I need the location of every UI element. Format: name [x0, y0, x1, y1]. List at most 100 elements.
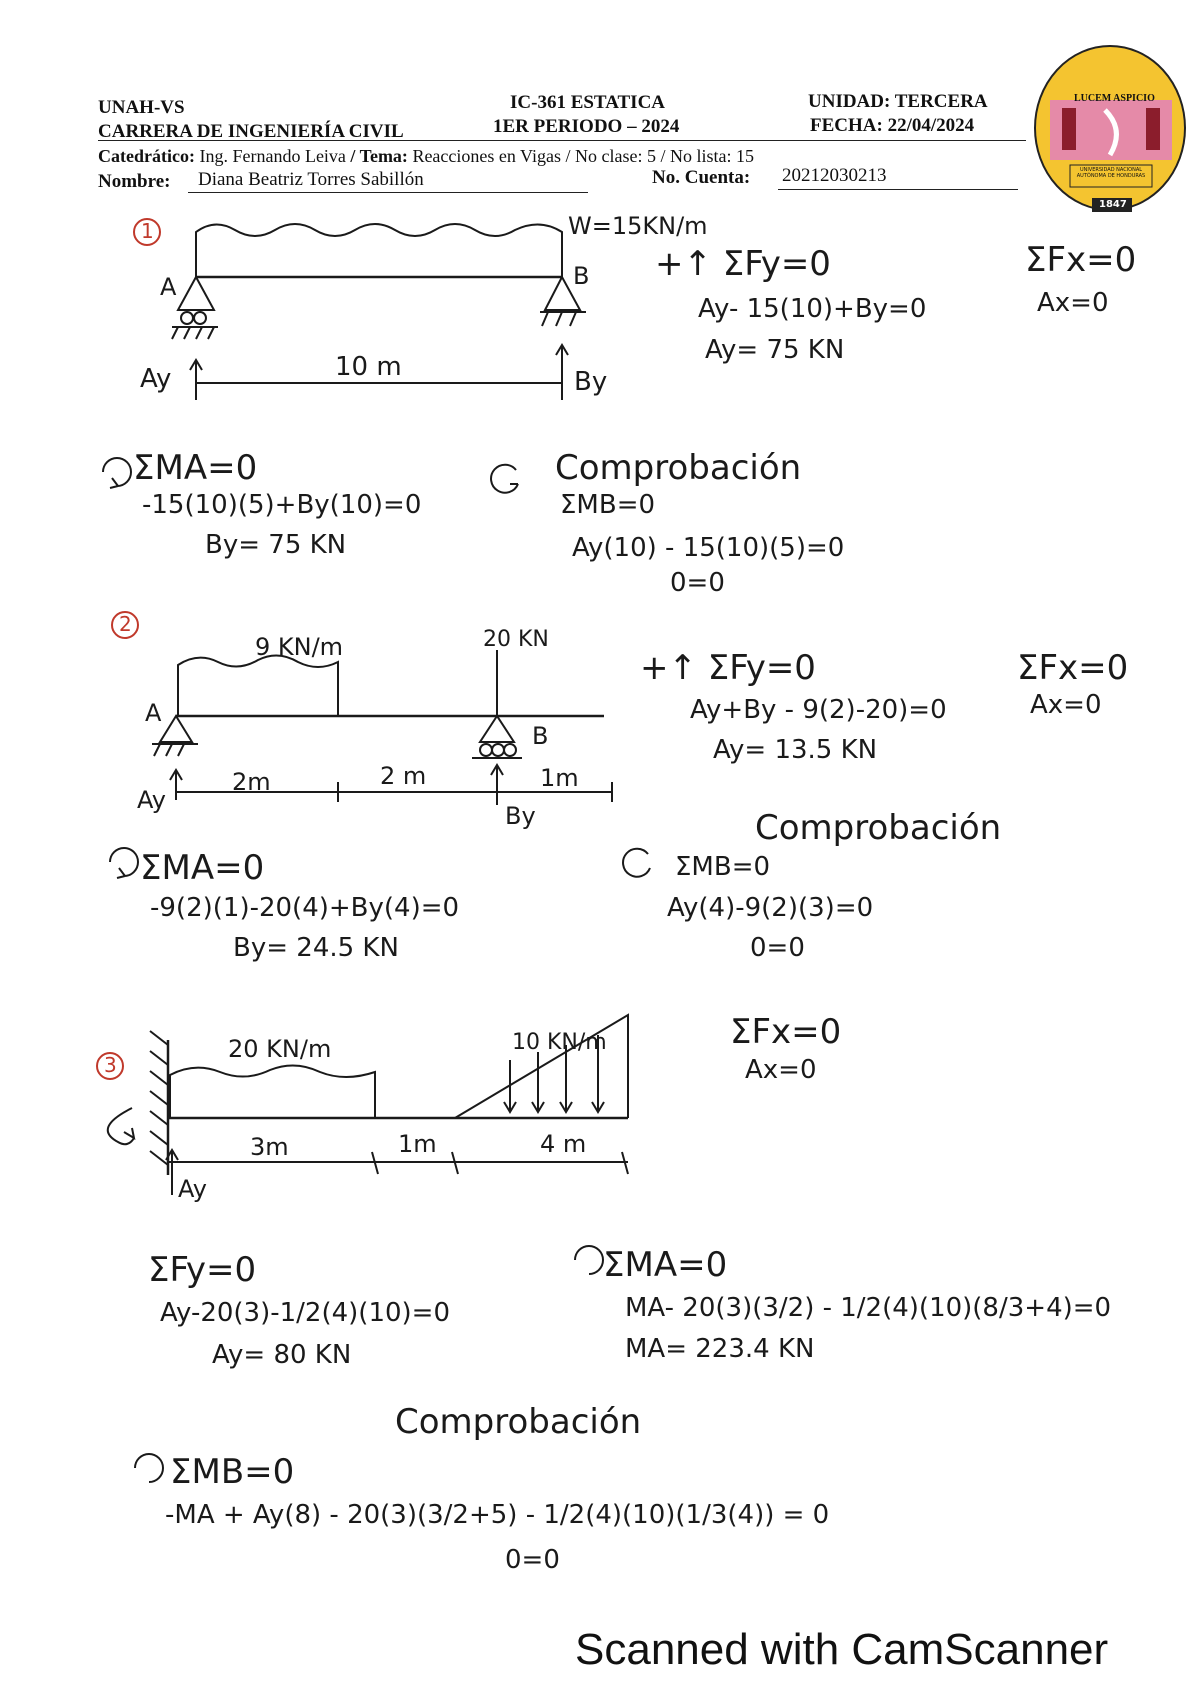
- problem3-eq-fy: Ay-20(3)-1/2(4)(10)=0: [160, 1298, 450, 1328]
- problem1-eq-ma: -15(10)(5)+By(10)=0: [142, 490, 422, 520]
- header-period: 1ER PERIODO – 2024: [493, 116, 680, 137]
- header-unit: UNIDAD: TERCERA: [808, 91, 988, 112]
- problem3-moment-arrow: [106, 1107, 136, 1146]
- problem1-number: 1: [141, 219, 154, 243]
- problem1-support-b: [543, 274, 582, 311]
- problem2-res-ax: Ax=0: [1030, 690, 1102, 720]
- catedratico-label: Catedrático:: [98, 146, 195, 166]
- seal-top-text: LUCEM ASPICIO: [1074, 93, 1155, 104]
- problem3-udl: [169, 1064, 376, 1118]
- cuenta-underline: [778, 189, 1018, 190]
- problem2-comp-title: Comprobación: [755, 808, 1002, 848]
- problem2-number-circle: [111, 611, 139, 639]
- problem2-number: 2: [119, 612, 132, 636]
- problem1-ay: Ay: [140, 364, 172, 394]
- problem1-eq-fy: Ay- 15(10)+By=0: [698, 294, 927, 324]
- problem2-diagram: [109, 611, 651, 879]
- nombre-label: Nombre:: [98, 171, 171, 192]
- problem2-res-ay: Ay= 13.5 KN: [713, 735, 878, 765]
- problem3-sum-fx: ΣFx=0: [730, 1012, 842, 1052]
- problem1-moment-icon: [102, 457, 132, 489]
- problem1-label-b: B: [573, 262, 590, 290]
- problem1-sum-ma: ΣMA=0: [133, 448, 258, 488]
- problem2-load-label: 9 KN/m: [255, 633, 344, 661]
- problem1-sum-fy: +↑ ΣFy=0: [655, 244, 831, 284]
- problem1-res-ay: Ay= 75 KN: [705, 335, 845, 365]
- problem2-support-a: [158, 714, 194, 743]
- problem3-sum-fy: ΣFy=0: [148, 1250, 257, 1290]
- problem3-res-check: 0=0: [505, 1545, 560, 1575]
- problem3-span1: 3m: [250, 1133, 289, 1161]
- problem2-moment-icon: [109, 847, 139, 879]
- problem3-sum-mb: ΣMB=0: [170, 1452, 295, 1492]
- problem3-eq-mb: -MA + Ay(8) - 20(3)(3/2+5) - 1/2(4)(10)(…: [165, 1500, 830, 1530]
- problem1-distributed-load: [195, 223, 563, 277]
- problem3-moment-icon: [574, 1245, 604, 1275]
- problem3-tri-label: 10 KN/m: [512, 1030, 607, 1055]
- header-course: IC-361 ESTATICA: [510, 92, 666, 113]
- problem1-res-by: By= 75 KN: [205, 530, 347, 560]
- problem2-eq-ma: -9(2)(1)-20(4)+By(4)=0: [150, 893, 460, 923]
- problem1-arrow-ay: [189, 358, 203, 400]
- problem2-res-by: By= 24.5 KN: [233, 933, 399, 963]
- problem3-comp-title: Comprobación: [395, 1402, 642, 1442]
- problem2-point-load-label: 20 KN: [483, 627, 549, 652]
- seal-mid-text: UNIVERSIDAD NACIONAL AUTÓNOMA DE HONDURA…: [1076, 167, 1146, 179]
- problem2-arrow-ay: [169, 768, 183, 800]
- problem3-span3: 4 m: [540, 1130, 587, 1158]
- tema-value: Reacciones en Vigas: [412, 146, 561, 166]
- problem3-ay: Ay: [178, 1175, 207, 1203]
- problem1-comp-title: Comprobación: [555, 448, 802, 488]
- camscanner-watermark: Scanned with CamScanner: [575, 1625, 1109, 1674]
- problem1-load-label: W=15KN/m: [568, 212, 708, 240]
- problem2-eq-fy: Ay+By - 9(2)-20)=0: [690, 695, 947, 725]
- problem2-span3: 1m: [540, 764, 579, 792]
- problem1-diagram: [102, 218, 586, 494]
- problem3-res-ax: Ax=0: [745, 1055, 817, 1085]
- seal-year: 1847: [1099, 199, 1127, 210]
- problem3-sum-ma: ΣMA=0: [603, 1245, 728, 1285]
- nombre-underline: [188, 192, 588, 193]
- problem1-label-a: A: [160, 273, 177, 301]
- problem1-res-ax: Ax=0: [1037, 288, 1109, 318]
- problem2-support-b: [478, 714, 516, 743]
- problem2-sum-ma: ΣMA=0: [140, 848, 265, 888]
- problem2-label-a: A: [145, 699, 162, 727]
- header-rule: [98, 140, 1026, 141]
- problem1-eq-mb: Ay(10) - 15(10)(5)=0: [572, 533, 845, 563]
- problem2-span1: 2m: [232, 768, 271, 796]
- cuenta-value: 20212030213: [782, 165, 887, 186]
- problem3-number: 3: [104, 1053, 117, 1077]
- problem2-eq-mb: Ay(4)-9(2)(3)=0: [667, 893, 874, 923]
- problem3-diagram: [96, 1013, 629, 1483]
- problem1-number-circle: [133, 218, 161, 246]
- header-career: CARRERA DE INGENIERÍA CIVIL: [98, 121, 404, 142]
- problem2-arrow-by: [490, 763, 504, 805]
- problem1-arrow-by: [555, 343, 569, 400]
- problem3-eq-ma: MA- 20(3)(3/2) - 1/2(4)(10)(8/3+4)=0: [625, 1293, 1112, 1323]
- header-unah: UNAH-VS: [98, 97, 185, 118]
- problem3-udl-label: 20 KN/m: [228, 1035, 332, 1063]
- problem2-sum-fx: ΣFx=0: [1017, 648, 1129, 688]
- problem2-label-b: B: [532, 722, 549, 750]
- problem2-sum-mb: ΣMB=0: [675, 852, 771, 882]
- nombre-value: Diana Beatriz Torres Sabillón: [198, 169, 424, 190]
- problem1-support-a: [176, 274, 216, 311]
- header-catedratico-line: Catedrático: Ing. Fernando Leiva / Tema:…: [98, 146, 754, 167]
- problem2-sum-fy: +↑ ΣFy=0: [640, 648, 816, 688]
- problem1-res-check: 0=0: [670, 568, 725, 598]
- catedratico-name: Ing. Fernando Leiva: [199, 146, 346, 166]
- problem2-by: By: [505, 802, 536, 830]
- problem1-sum-fx: ΣFx=0: [1025, 240, 1137, 280]
- problem1-sum-mb: ΣMB=0: [560, 490, 656, 520]
- problem1-moment-check-icon: [490, 463, 519, 494]
- problem2-ay: Ay: [137, 786, 166, 814]
- problem3-res-ay: Ay= 80 KN: [212, 1340, 352, 1370]
- clase-info: / No clase: 5 / No lista: 15: [565, 146, 754, 166]
- problem2-moment-check-icon: [622, 847, 651, 878]
- problem2-span2: 2 m: [380, 762, 427, 790]
- problem3-res-ma: MA= 223.4 KN: [625, 1334, 815, 1364]
- problem3-span2: 1m: [398, 1130, 437, 1158]
- header-date: FECHA: 22/04/2024: [810, 115, 975, 136]
- problem1-span: 10 m: [335, 352, 402, 382]
